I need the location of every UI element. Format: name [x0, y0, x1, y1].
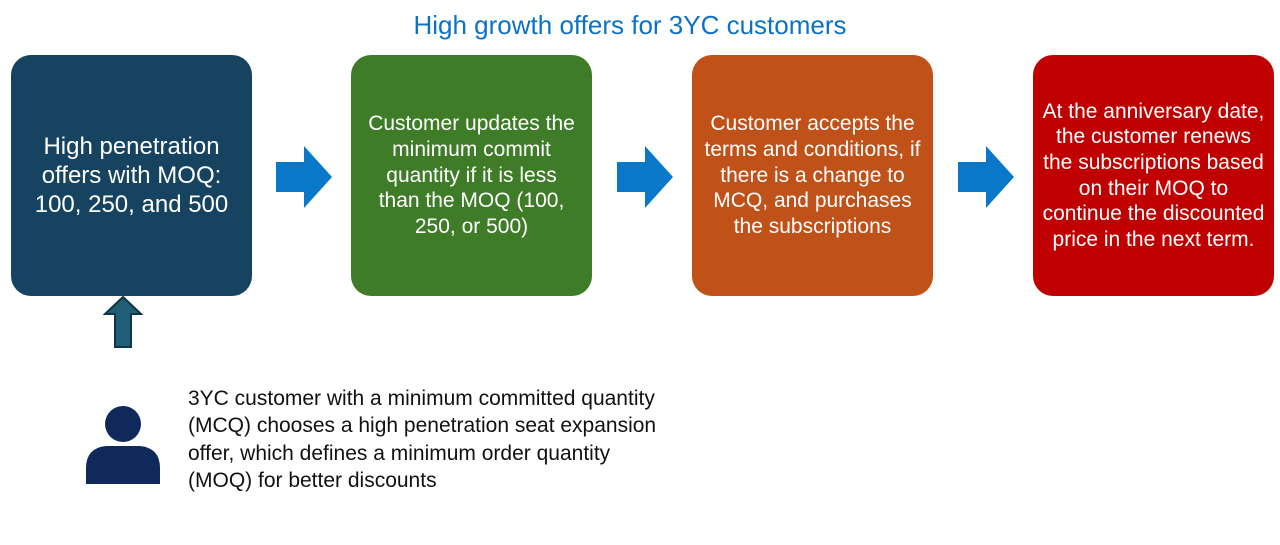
person-head	[105, 406, 141, 442]
step-2-box: Customer updates the minimum commit quan…	[351, 55, 592, 296]
person-body	[86, 446, 160, 484]
up-arrow-icon	[103, 296, 143, 348]
customer-caption: 3YC customer with a minimum committed qu…	[188, 387, 657, 492]
diagram-title: High growth offers for 3YC customers	[413, 10, 847, 40]
right-arrow-icon	[958, 146, 1014, 208]
right-arrow-icon	[276, 146, 332, 208]
step-3-box: Customer accepts the terms and condition…	[692, 55, 933, 296]
step-1-text: High penetration offers with MOQ: 100, 2…	[34, 132, 229, 219]
step-4-text: At the anniversary date, the customer re…	[1042, 99, 1265, 251]
arrow-shape	[617, 146, 673, 208]
person-icon	[86, 406, 160, 484]
up-arrow-shape	[103, 296, 143, 348]
step-4-box: At the anniversary date, the customer re…	[1033, 55, 1274, 296]
arrow-shape	[276, 146, 332, 208]
right-arrow-icon	[617, 146, 673, 208]
step-2-text: Customer updates the minimum commit quan…	[368, 112, 575, 238]
arrow-shape	[958, 146, 1014, 208]
step-3-text: Customer accepts the terms and condition…	[704, 112, 921, 238]
step-1-box: High penetration offers with MOQ: 100, 2…	[11, 55, 252, 296]
